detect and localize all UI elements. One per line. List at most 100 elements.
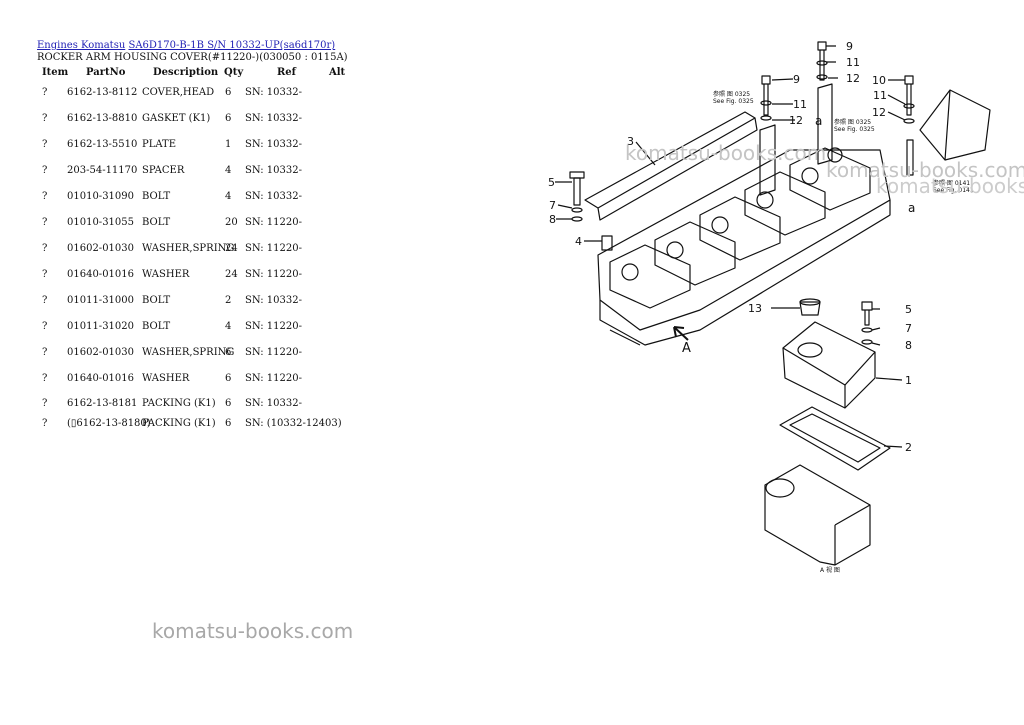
row-item: ? [42, 418, 48, 429]
row-partno: 6162-13-8181 [67, 398, 138, 409]
row-item: ? [42, 295, 48, 306]
watermark-diagram: komatsu-books.com [625, 141, 827, 165]
row-partno: 6162-13-8810 [67, 113, 138, 124]
breadcrumb-link-model[interactable]: SA6D170-B-1B S/N 10332-UP(sa6d170r) [128, 40, 336, 51]
row-description: SPACER [142, 165, 185, 176]
row-description: BOLT [142, 217, 171, 228]
long-cover-plate [584, 111, 758, 221]
row-item: ? [42, 139, 48, 150]
row-description: PACKING (K1) [142, 398, 216, 409]
row-description: BOLT [142, 191, 171, 202]
note-fig0325b-2: See Fig. 0325 [834, 126, 875, 133]
row-description: PLATE [142, 139, 177, 150]
table-row: ? 6162-13-8810 GASKET (K1) 6 SN: 10332- [0, 113, 400, 127]
callout-3: 3 [627, 135, 634, 148]
row-ref: SN: 10332- [245, 113, 302, 124]
row-ref: SN: 11220- [245, 373, 302, 384]
row-partno: 01010-31055 [67, 217, 135, 228]
row-description: COVER,HEAD [142, 87, 215, 98]
row-qty: 6 [225, 418, 232, 429]
callout-9-top: 9 [846, 40, 853, 53]
gasket [779, 406, 891, 471]
watermark-diagram: komatsu-books.com [876, 174, 1024, 198]
row-qty: 6 [225, 373, 232, 384]
callout-13: 13 [748, 302, 762, 315]
row-qty: 24 [225, 269, 238, 280]
row-ref: SN: (10332-12403) [245, 418, 342, 429]
view-mark-a-right: a [908, 201, 915, 215]
row-partno: 01640-01016 [67, 269, 135, 280]
row-item: ? [42, 321, 48, 332]
row-qty: 4 [225, 165, 232, 176]
row-partno: 6162-13-5510 [67, 139, 138, 150]
view-caption: A 视 图 [820, 566, 840, 574]
col-header-alt: Alt [329, 67, 346, 78]
row-ref: SN: 11220- [245, 243, 302, 254]
callout-12: 12 [789, 114, 803, 127]
callout-1: 1 [905, 374, 912, 387]
callout-7: 7 [549, 199, 556, 212]
callout-7-right: 7 [905, 322, 912, 335]
row-partno: 01602-01030 [67, 243, 135, 254]
callout-11-right: 11 [873, 89, 887, 102]
row-qty: 6 [225, 113, 232, 124]
callout-8-right: 8 [905, 339, 912, 352]
row-ref: SN: 10332- [245, 139, 302, 150]
row-ref: SN: 11220- [245, 269, 302, 280]
breadcrumb-link-engines[interactable]: Engines Komatsu [37, 40, 126, 51]
row-qty: 24 [225, 243, 238, 254]
row-ref: SN: 10332- [245, 398, 302, 409]
row-description: GASKET (K1) [142, 113, 211, 124]
callout-10: 10 [872, 74, 886, 87]
row-qty: 6 [225, 398, 232, 409]
detail-head-cover [782, 321, 876, 386]
row-item: ? [42, 243, 48, 254]
callout-4: 4 [575, 235, 582, 248]
col-header-ref: Ref [277, 67, 296, 78]
parts-diagram: 1 2 3 4 5 7 8 9 11 12 13 9 11 12 10 11 1… [548, 40, 991, 574]
col-header-partno: PartNo [86, 67, 126, 78]
row-qty: 4 [225, 321, 232, 332]
row-qty: 1 [225, 139, 232, 150]
row-ref: SN: 10332- [245, 165, 302, 176]
lower-block [764, 464, 871, 566]
callout-5-right: 5 [905, 303, 912, 316]
row-ref: SN: 10332- [245, 191, 302, 202]
row-item: ? [42, 217, 48, 228]
row-qty: 20 [225, 217, 238, 228]
row-partno: 01011-31020 [67, 321, 135, 332]
note-fig0325a-1: 参照 图 0325 [713, 90, 750, 98]
row-qty: 4 [225, 191, 232, 202]
breadcrumb: Engines Komatsu SA6D170-B-1B S/N 10332-U… [37, 40, 335, 51]
row-partno: 6162-13-8112 [67, 87, 138, 98]
head-cover [654, 221, 736, 286]
callout-11: 11 [793, 98, 807, 111]
watermark-diagram: komatsu-books.com [826, 158, 1024, 182]
watermark: komatsu-books.com [152, 619, 354, 643]
row-partno: 01640-01016 [67, 373, 135, 384]
head-cover [744, 171, 826, 236]
row-ref: SN: 10332- [245, 295, 302, 306]
row-partno: 01602-01030 [67, 347, 135, 358]
head-cover [609, 244, 691, 309]
row-partno: (▯6162-13-8180) [67, 418, 151, 429]
row-ref: SN: 10332- [245, 87, 302, 98]
callout-8: 8 [549, 213, 556, 226]
row-partno: 203-54-11170 [67, 165, 138, 176]
row-item: ? [42, 113, 48, 124]
callout-9: 9 [793, 73, 800, 86]
note-fig0141-2: See Fig. 0141 [933, 187, 974, 194]
note-fig0325b-1: 参照 图 0325 [834, 118, 871, 126]
callout-5: 5 [548, 176, 555, 189]
row-qty: 2 [225, 295, 232, 306]
row-item: ? [42, 191, 48, 202]
